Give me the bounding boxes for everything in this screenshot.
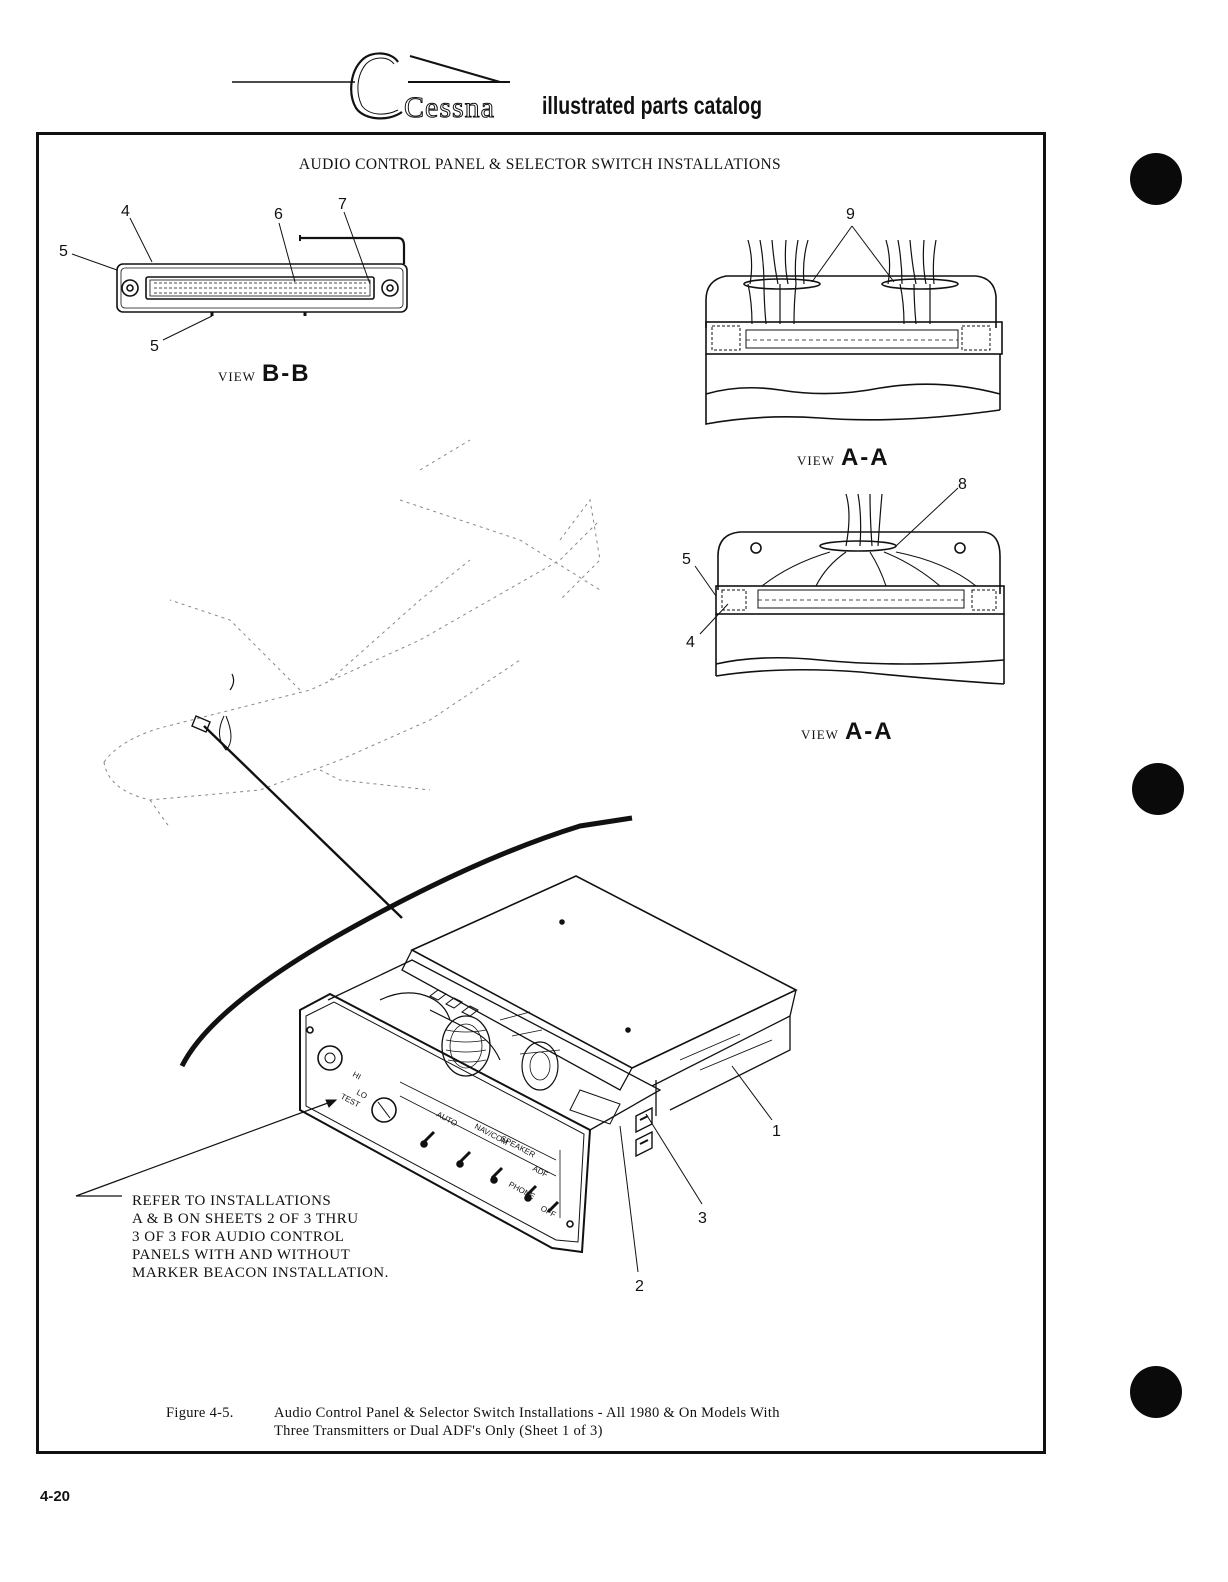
callout-aa-9: 9 [846,206,855,223]
callout-bb-5-bottom: 5 [150,338,159,355]
panel-label-adf: ADF [531,1164,549,1180]
callout-main-1: 1 [772,1123,781,1140]
panel-title: AUDIO CONTROL PANEL & SELECTOR SWITCH IN… [298,156,782,173]
punch-hole-bottom [1130,1366,1182,1418]
refer-note-line: 3 OF 3 FOR AUDIO CONTROL [132,1229,345,1245]
callout-aa-4: 4 [686,634,695,651]
caption-line-2: Three Transmitters or Dual ADF's Only (S… [274,1423,603,1439]
callout-bb-7: 7 [338,196,347,213]
panel-label-auto: AUTO [435,1110,459,1128]
refer-note-line: MARKER BEACON INSTALLATION. [132,1265,389,1281]
panel-label-phone: PHONE [507,1180,536,1201]
panel-label-hi: HI [351,1070,362,1082]
callout-main-2: 2 [635,1278,644,1295]
view-aa-upper-bracket [705,239,1003,425]
punch-hole-middle [1132,763,1184,815]
brand-header: Cessna [0,0,1228,130]
audio-control-panel [299,875,798,1254]
panel-label-lo: LO [355,1088,369,1101]
callout-aa-8: 8 [958,476,967,493]
refer-note-line: REFER TO INSTALLATIONS [132,1193,332,1209]
airplane-outline [103,439,601,829]
catalog-title: illustrated parts catalog [542,92,762,120]
panel-label-speaker: SPEAKER [499,1134,537,1160]
callout-bb-5-left: 5 [59,243,68,260]
figure-label: Figure 4-5. [166,1405,234,1421]
figure-caption: Figure 4-5. Audio Control Panel & Selecto… [166,1404,780,1440]
refer-note: REFER TO INSTALLATIONS A & B ON SHEETS 2… [132,1192,389,1282]
callout-bb-6: 6 [274,206,283,223]
panel-label-off: OFF [539,1204,557,1220]
callout-bb-4: 4 [121,203,130,220]
refer-note-line: A & B ON SHEETS 2 OF 3 THRU [132,1211,359,1227]
cessna-logo: Cessna [232,52,510,125]
brand-wordmark: Cessna [404,91,495,124]
page-number: 4-20 [40,1488,71,1505]
view-bb-connector [116,235,408,316]
callout-main-3: 3 [698,1210,707,1227]
callout-aa-5: 5 [682,551,691,568]
refer-note-line: PANELS WITH AND WITHOUT [132,1247,351,1263]
caption-line-1: Audio Control Panel & Selector Switch In… [274,1405,780,1421]
view-aa-lower-bracket [715,493,1005,685]
punch-hole-top [1130,153,1182,205]
figure-frame [36,132,1046,1454]
